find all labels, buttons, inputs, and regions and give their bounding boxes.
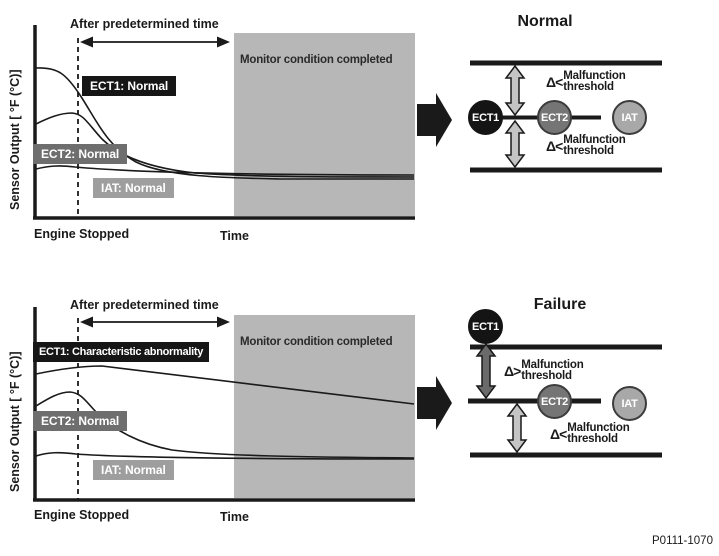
normal-result-title: Normal	[517, 13, 573, 30]
malfunction-threshold-label: Malfunction threshold	[521, 359, 584, 382]
normal-graph-iat-tag: IAT: Normal	[93, 178, 174, 198]
arrow-head-right-icon	[217, 36, 230, 48]
flow-arrow-normal-icon	[417, 93, 452, 147]
failure-graph-iat-tag: IAT: Normal	[93, 460, 174, 480]
normal-graph-time-label: Time	[220, 229, 249, 243]
monitor-region-failure: Monitor condition completed	[234, 315, 415, 498]
failure-lower-threshold-annotation: Δ< Malfunction threshold	[550, 422, 630, 445]
failure-upper-delta-arrow-icon	[475, 342, 497, 400]
failure-iat-sensor-badge: IAT	[612, 386, 647, 421]
arrow-head-left-icon	[80, 316, 93, 328]
failure-graph-engine-stopped-label: Engine Stopped	[34, 508, 130, 522]
malfunction-threshold-label: Malfunction threshold	[563, 134, 626, 157]
failure-ect2-sensor-badge: ECT2	[537, 384, 572, 419]
normal-graph-ect2-tag: ECT2: Normal	[33, 144, 128, 164]
failure-upper-threshold-annotation: Δ> Malfunction threshold	[504, 359, 584, 382]
arrow-head-right-icon	[217, 316, 230, 328]
delta-less-than-symbol: Δ<	[550, 426, 567, 442]
failure-graph-after-time-label: After predetermined time	[70, 298, 219, 312]
failure-graph-ect2-tag: ECT2: Normal	[33, 411, 128, 431]
malfunction-threshold-label: Malfunction threshold	[567, 422, 630, 445]
normal-ect1-sensor-badge: ECT1	[468, 100, 503, 135]
failure-ect1-sensor-badge: ECT1	[468, 309, 503, 344]
monitor-region-normal: Monitor condition completed	[234, 33, 415, 216]
delta-less-than-symbol: Δ<	[546, 138, 563, 154]
monitor-region-label: Monitor condition completed	[240, 54, 393, 66]
failure-graph-time-label: Time	[220, 510, 249, 524]
normal-graph-y-axis-label: Sensor Output [ °F (°C)]	[8, 69, 22, 210]
failure-graph-ect1-tag: ECT1: Characteristic abnormality	[33, 342, 210, 362]
normal-ect2-sensor-badge: ECT2	[537, 100, 572, 135]
normal-graph-after-time-label: After predetermined time	[70, 17, 219, 31]
normal-graph-engine-stopped-label: Engine Stopped	[34, 227, 130, 241]
normal-lower-delta-arrow-icon	[504, 119, 526, 169]
failure-result-title: Failure	[533, 296, 587, 313]
flow-arrow-failure-icon	[417, 376, 452, 430]
arrow-head-left-icon	[80, 36, 93, 48]
figure-code: P0111-1070	[652, 535, 713, 547]
normal-iat-sensor-badge: IAT	[612, 100, 647, 135]
monitor-region-label: Monitor condition completed	[240, 336, 393, 348]
failure-lower-delta-arrow-icon	[506, 402, 528, 454]
normal-lower-threshold-annotation: Δ< Malfunction threshold	[546, 134, 626, 157]
normal-graph-ect1-tag: ECT1: Normal	[82, 76, 177, 96]
normal-upper-threshold-annotation: Δ< Malfunction threshold	[546, 70, 626, 93]
delta-less-than-symbol: Δ<	[546, 74, 563, 90]
delta-greater-than-symbol: Δ>	[504, 363, 521, 379]
failure-graph-y-axis-label: Sensor Output [ °F (°C)]	[8, 351, 22, 492]
malfunction-threshold-label: Malfunction threshold	[563, 70, 626, 93]
normal-upper-delta-arrow-icon	[504, 64, 526, 117]
